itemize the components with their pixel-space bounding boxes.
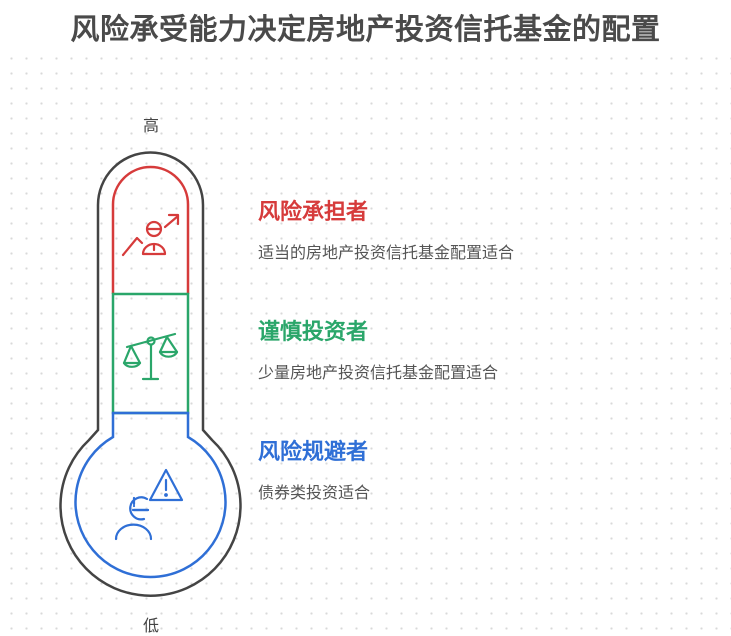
scale-high-label: 高 <box>142 116 159 135</box>
risk-taker-title: 风险承担者 <box>258 200 369 225</box>
risk-averse-segment <box>74 411 227 579</box>
risk-averse-description: 债券类投资适合 <box>258 483 371 502</box>
balance-scale-icon <box>122 332 179 381</box>
person-warning-icon <box>114 468 184 541</box>
risk-averse-title: 风险规避者 <box>258 440 369 465</box>
cautious-investor-description: 少量房地产投资信托基金配置适合 <box>258 363 499 382</box>
cautious-investor-title: 谨慎投资者 <box>258 320 369 345</box>
scale-low-label: 低 <box>142 616 159 635</box>
risk-taker-description: 适当的房地产投资信托基金配置适合 <box>258 243 515 262</box>
risk-taker-item: 风险承担者 适当的房地产投资信托基金配置适合 <box>258 198 514 264</box>
risk-taker-segment <box>111 165 190 294</box>
page-title: 风险承受能力决定房地产投资信托基金的配置 <box>0 6 731 48</box>
cautious-investor-item: 谨慎投资者 少量房地产投资信托基金配置适合 <box>258 318 498 384</box>
person-trend-up-icon <box>121 213 180 257</box>
risk-averse-item: 风险规避者 债券类投资适合 <box>258 438 370 504</box>
thermometer-outline <box>59 151 242 597</box>
